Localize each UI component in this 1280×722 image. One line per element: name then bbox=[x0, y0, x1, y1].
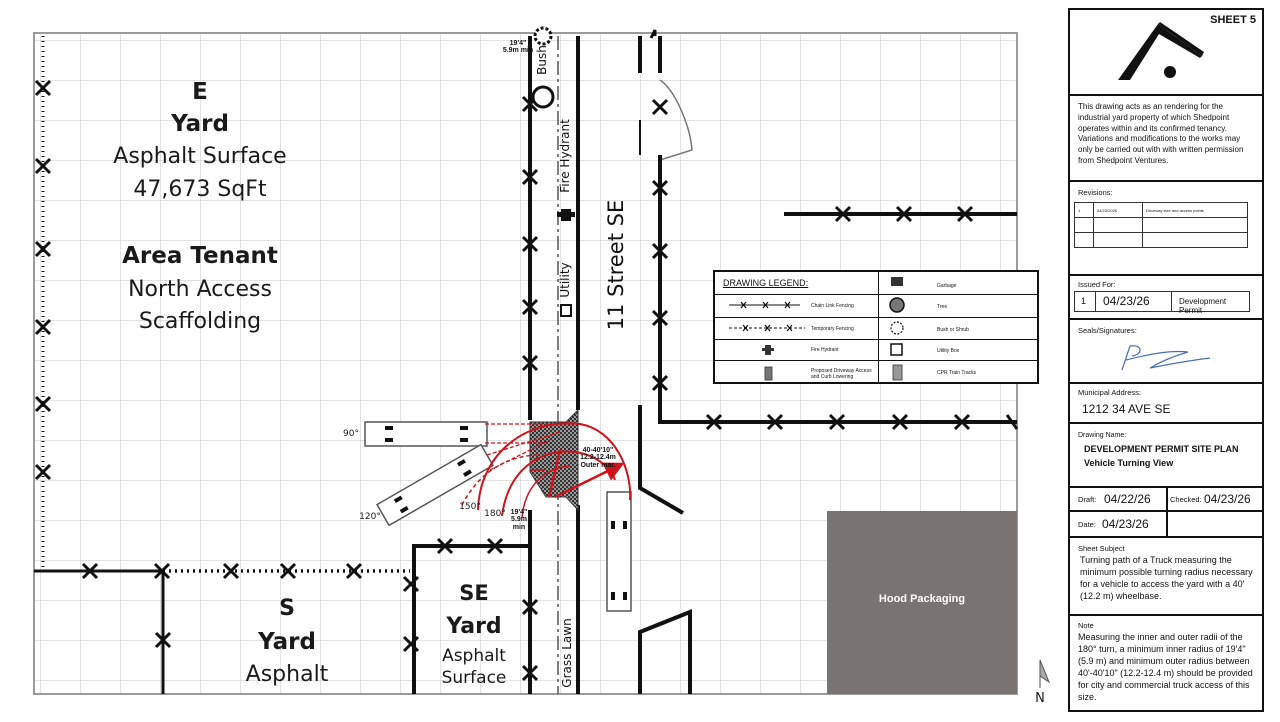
issued-caption: Issued For: bbox=[1078, 280, 1116, 289]
disclaimer-section: This drawing acts as an rendering for th… bbox=[1070, 96, 1262, 182]
inner-radius-annotation: 19'4"5.9m min bbox=[510, 509, 528, 531]
title-block: SHEET 5 This drawing acts as an renderin… bbox=[1068, 8, 1264, 712]
revisions-table: 1 04/23/2026 Driveway size and access po… bbox=[1074, 202, 1248, 248]
utility-box-symbol bbox=[560, 304, 572, 317]
draft-date: 04/22/26 bbox=[1104, 492, 1151, 506]
draft-caption: Draft: bbox=[1078, 495, 1097, 504]
north-label: N bbox=[1035, 691, 1045, 706]
address-caption: Municipal Address: bbox=[1078, 388, 1141, 397]
e-yard-tenant-line1: North Access bbox=[128, 277, 272, 302]
table-row bbox=[1074, 217, 1248, 233]
angle-90: 90° bbox=[343, 429, 359, 439]
angle-180: 180° bbox=[484, 509, 506, 519]
legend-driveway-access: Proposed Driveway Access and Curb Loweri… bbox=[811, 368, 872, 380]
drawing-name-caption: Drawing Name: bbox=[1078, 432, 1127, 439]
legend-cpr-tracks: CPR Train Tracks bbox=[937, 370, 977, 376]
e-yard-tenant-heading: Area Tenant bbox=[122, 243, 278, 269]
drawing-name-section: Drawing Name: DEVELOPMENT PERMIT SITE PL… bbox=[1070, 424, 1262, 488]
issued-section: Issued For: 1 04/23/26 Development Permi… bbox=[1070, 276, 1262, 320]
e-yard-tenant-line2: Scaffolding bbox=[138, 309, 262, 334]
driveway-curve-north bbox=[659, 79, 693, 161]
revisions-caption: Revisions: bbox=[1078, 188, 1113, 197]
legend-fire-hydrant: Fire Hydrant bbox=[811, 347, 839, 353]
se-yard-word: Yard bbox=[446, 614, 502, 639]
turning-path-arcs bbox=[461, 422, 632, 519]
legend-temporary-fencing: Temporary Fencing bbox=[811, 326, 854, 332]
proposed-driveway-access bbox=[529, 408, 579, 512]
drawing-legend: DRAWING LEGEND: Chain Link Fencing Tempo… bbox=[713, 270, 1039, 384]
issued-number: 1 bbox=[1081, 296, 1087, 306]
signature-mark bbox=[1121, 345, 1211, 371]
logo-section: SHEET 5 bbox=[1070, 10, 1262, 96]
e-yard-letter: E bbox=[192, 79, 208, 105]
legend-title: DRAWING LEGEND: bbox=[723, 278, 809, 288]
draft-checked-row: Draft: 04/22/26 Checked: 04/23/26 bbox=[1070, 488, 1262, 512]
checked-date: 04/23/26 bbox=[1204, 492, 1251, 506]
legend-tree: Tree bbox=[937, 304, 948, 310]
e-yard-surface: Asphalt Surface bbox=[113, 144, 287, 169]
angle-150: 150° bbox=[459, 502, 481, 512]
bush-label: Bush bbox=[535, 45, 549, 75]
s-yard-letter: S bbox=[279, 596, 295, 621]
issued-purpose: Development Permit bbox=[1179, 297, 1227, 315]
sheet-number: SHEET 5 bbox=[1210, 14, 1256, 26]
legend-utility-box: Utility Box bbox=[937, 348, 960, 354]
seals-caption: Seals/Signatures: bbox=[1078, 326, 1137, 335]
se-yard-surface-2: Surface bbox=[441, 668, 507, 688]
note-text: Measuring the inner and outer radii of t… bbox=[1078, 632, 1253, 702]
se-yard-surface-1: Asphalt bbox=[442, 646, 506, 666]
company-logo-icon bbox=[1118, 22, 1204, 80]
seals-section: Seals/Signatures: bbox=[1070, 320, 1262, 384]
note-caption: Note bbox=[1078, 621, 1094, 630]
drawing-name-line1: DEVELOPMENT PERMIT SITE PLAN bbox=[1084, 444, 1239, 454]
date-row: Date: 04/23/26 bbox=[1070, 512, 1262, 538]
street-name: 11 Street SE bbox=[604, 199, 628, 331]
subject-section: Sheet Subject Turning path of a Truck me… bbox=[1070, 538, 1262, 616]
legend-symbols bbox=[729, 277, 905, 381]
subject-caption: Sheet Subject bbox=[1078, 544, 1125, 553]
bush-symbol bbox=[531, 85, 555, 109]
north-arrow-icon bbox=[1039, 659, 1051, 684]
table-row: 1 04/23/2026 Driveway size and access po… bbox=[1074, 202, 1248, 218]
date-caption: Date: bbox=[1078, 520, 1096, 529]
table-row bbox=[1074, 232, 1248, 248]
municipal-address: 1212 34 AVE SE bbox=[1082, 402, 1171, 416]
street-corner-curb bbox=[638, 405, 685, 515]
driveway-south-east bbox=[638, 609, 692, 694]
hood-packaging-label: Hood Packaging bbox=[878, 593, 966, 605]
legend-garbage: Garbage bbox=[937, 283, 957, 289]
truck-120 bbox=[376, 443, 494, 527]
s-yard-word: Yard bbox=[258, 629, 316, 655]
disclaimer-text: This drawing acts as an rendering for th… bbox=[1078, 102, 1244, 165]
e-yard-area: 47,673 SqFt bbox=[133, 177, 267, 202]
issued-date: 04/23/26 bbox=[1103, 294, 1150, 308]
revisions-section: Revisions: 1 04/23/2026 Driveway size an… bbox=[1070, 182, 1262, 276]
e-yard-word: Yard bbox=[171, 111, 229, 137]
legend-bush-shrub: Bush or Shrub bbox=[937, 327, 969, 333]
drawing-name-line2: Vehicle Turning View bbox=[1084, 458, 1174, 468]
address-section: Municipal Address: 1212 34 AVE SE bbox=[1070, 384, 1262, 424]
grass-lawn-label: Grass Lawn bbox=[560, 618, 574, 688]
checked-caption: Checked: bbox=[1170, 495, 1202, 504]
sheet-date: 04/23/26 bbox=[1102, 517, 1149, 531]
fire-hydrant-symbol bbox=[557, 209, 575, 221]
note-section: Note Measuring the inner and outer radii… bbox=[1070, 616, 1262, 710]
truck-90 bbox=[364, 421, 488, 447]
subject-text: Turning path of a Truck measuring the mi… bbox=[1080, 555, 1253, 602]
hood-packaging-building bbox=[827, 511, 1017, 694]
se-yard-fence bbox=[412, 544, 528, 694]
legend-chain-link: Chain Link Fencing bbox=[811, 303, 854, 309]
utility-label: Utility bbox=[558, 262, 572, 298]
s-yard-surface: Asphalt bbox=[245, 662, 329, 687]
top-dimension: 19'4"5.9m min bbox=[502, 40, 534, 55]
se-yard-letters: SE bbox=[459, 581, 489, 605]
angle-120: 120° bbox=[359, 512, 381, 522]
fire-hydrant-label: Fire Hydrant bbox=[558, 119, 572, 193]
truck-180 bbox=[606, 491, 632, 612]
